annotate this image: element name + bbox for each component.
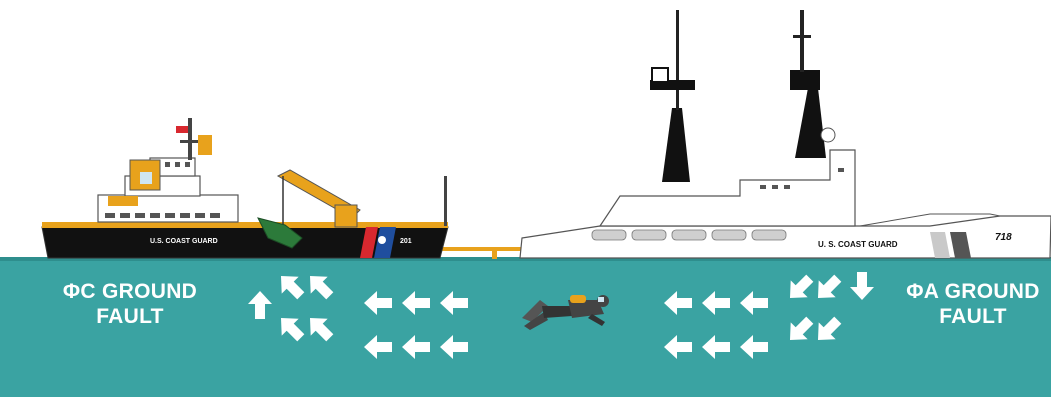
right-fault-line2: FAULT — [939, 305, 1007, 328]
right-ship-hull-text: U. S. COAST GUARD — [818, 240, 898, 249]
left-ship-hull-number: 201 — [400, 238, 412, 245]
coast-guard-cutter-icon — [519, 10, 1051, 259]
water-surface — [0, 257, 1051, 261]
left-fault-line2: FAULT — [96, 305, 164, 328]
mooring-line — [440, 247, 525, 259]
left-ship-hull-text: U.S. COAST GUARD — [150, 238, 218, 245]
scuba-diver-icon — [522, 295, 609, 330]
left-ground-fault-label: ΦC GROUND FAULT — [30, 279, 230, 329]
buoy-tender-ship-icon — [41, 118, 449, 259]
right-ground-fault-label: ΦA GROUND FAULT — [888, 279, 1051, 329]
left-fault-line1: ΦC GROUND — [62, 280, 198, 303]
water-body — [0, 259, 1051, 397]
right-fault-line1: ΦA GROUND — [906, 280, 1040, 303]
right-ship-hull-number: 718 — [995, 232, 1012, 243]
